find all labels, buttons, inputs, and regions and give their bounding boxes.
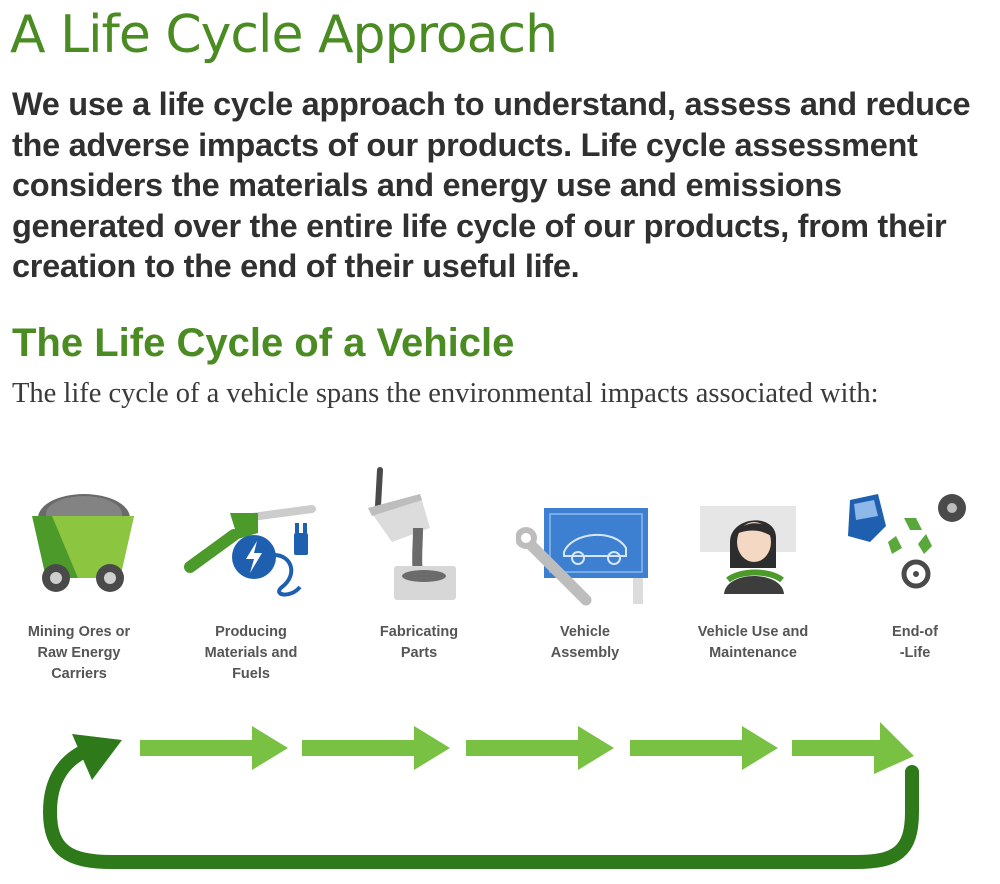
return-loop-arrow [42,741,919,869]
flow-arrow-3 [466,726,614,770]
recycle-parts-icon [848,494,966,589]
flow-arrow-4 [630,726,778,770]
cycle-arrows [42,722,919,869]
return-loop-arrowhead [72,734,122,780]
stage-label-end-of-life: End-of-Life [892,624,938,661]
intro-paragraph: We use a life cycle approach to understa… [12,86,971,284]
mining-cart-icon [32,494,134,592]
fuel-nozzle-plug-icon [184,505,316,597]
driver-icon [700,506,796,594]
wrench-blueprint-icon [516,508,648,606]
page-title: A Life Cycle Approach [10,5,558,65]
section-title: The Life Cycle of a Vehicle [12,321,515,365]
ladle-pour-icon [368,467,456,600]
flow-arrow-2 [302,726,450,770]
flow-arrow-1 [140,726,288,770]
lead-text: The life cycle of a vehicle spans the en… [12,378,879,409]
flow-arrow-5 [792,722,914,774]
